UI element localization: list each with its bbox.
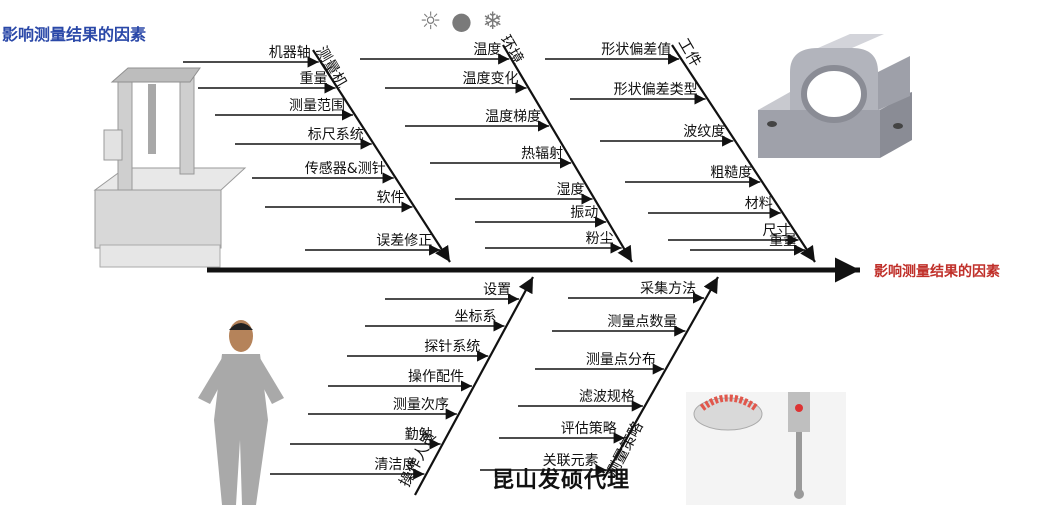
operator-illustration (198, 320, 284, 505)
cause-label-environment-3: 热辐射 (521, 146, 563, 162)
bone-operator (414, 276, 534, 496)
cause-label-strategy-5: 关联元素 (543, 453, 599, 469)
cause-label-operator-1: 坐标系 (454, 309, 496, 325)
cause-label-operator-0: 设置 (483, 282, 511, 298)
cause-label-workpiece-2: 波纹度 (683, 124, 725, 140)
cause-label-environment-4: 湿度 (557, 182, 585, 198)
effect-label: 影响测量结果的因素 (874, 263, 1000, 280)
cause-label-operator-3: 操作配件 (408, 369, 464, 385)
cause-label-machine-2: 测量范围 (289, 97, 345, 114)
cause-label-environment-2: 温度梯度 (485, 109, 541, 125)
cause-label-environment-5: 振动 (570, 205, 598, 221)
cause-label-machine-6: 误差修正 (376, 233, 432, 249)
cause-label-machine-1: 重量 (300, 71, 328, 87)
bone-strategy (602, 276, 719, 481)
cause-label-workpiece-4: 材料 (745, 196, 773, 212)
cause-label-workpiece-3: 粗糙度 (710, 165, 752, 181)
cause-label-operator-4: 测量次序 (393, 397, 449, 413)
bone-machine (312, 49, 451, 263)
watermark: 昆山发硕代理 (492, 467, 631, 493)
cause-label-workpiece-6: 重量 (769, 233, 797, 249)
cause-label-strategy-1: 测量点数量 (607, 314, 677, 330)
title-left: 影响测量结果的因素 (2, 25, 147, 44)
cause-label-operator-6: 清洁度 (374, 457, 416, 473)
weather-icons: ☼ ● ❄ (418, 6, 505, 36)
probe-illustration (686, 392, 846, 505)
bone-environment (502, 44, 633, 263)
cause-label-workpiece-5: 尺寸 (763, 223, 791, 239)
workpiece-illustration (758, 34, 912, 158)
cause-label-strategy-3: 滤波规格 (579, 389, 635, 405)
cause-label-environment-0: 温度 (473, 42, 501, 58)
cmm-machine-illustration (93, 67, 247, 268)
cause-label-environment-1: 温度变化 (463, 71, 519, 87)
cause-label-machine-4: 传感器&测针 (305, 160, 386, 177)
cause-label-operator-5: 勤勉 (405, 427, 433, 443)
sun-icon: ☼ (419, 7, 442, 35)
cause-label-environment-6: 粉尘 (586, 231, 614, 247)
category-label-workpiece: 工件 (675, 35, 706, 70)
cause-label-machine-3: 标尺系统 (308, 127, 364, 143)
water-drop-icon: ● (451, 7, 472, 35)
cause-label-workpiece-1: 形状偏差类型 (614, 82, 698, 98)
bone-workpiece (671, 44, 816, 263)
cause-label-strategy-0: 采集方法 (640, 280, 696, 297)
cause-label-strategy-4: 评估策略 (561, 420, 617, 437)
cause-label-machine-5: 软件 (376, 190, 404, 206)
snowflake-icon: ❄ (482, 7, 503, 35)
cause-label-operator-2: 探针系统 (424, 339, 480, 355)
cause-label-workpiece-0: 形状偏差值 (601, 42, 671, 58)
cause-label-strategy-2: 测量点分布 (586, 352, 656, 368)
cause-label-machine-0: 机器轴 (269, 45, 311, 61)
